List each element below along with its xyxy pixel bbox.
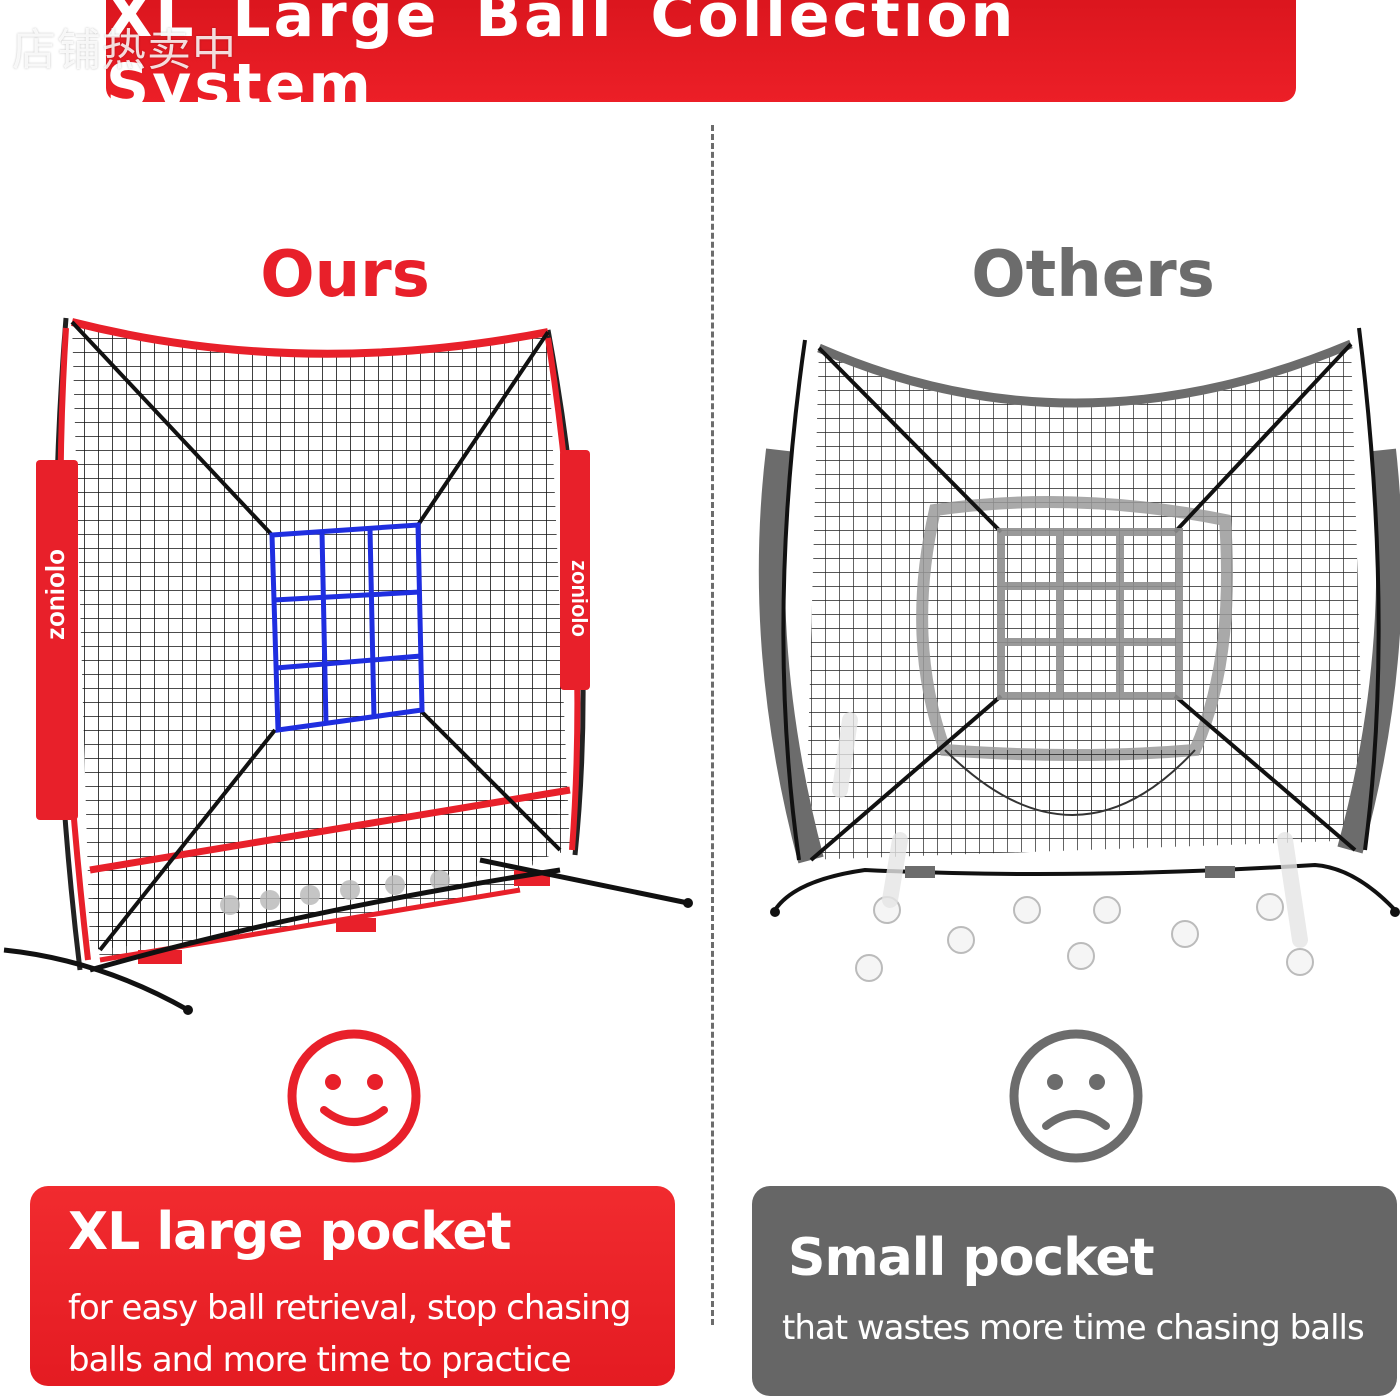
ours-card-line-2: balls and more time to practice [68,1340,572,1380]
banner-title: XL Large Ball Collection System [106,0,1017,121]
ours-feature-card: XL large pocket for easy ball retrieval,… [30,1186,675,1386]
ours-strike-zone-target [269,522,425,733]
dashed-divider [711,125,714,1325]
smiley-face-icon [287,1029,421,1163]
ours-brand-left: zoniolo [40,549,70,640]
watermark-text: 店铺热卖中 [12,25,237,76]
sad-face-icon [1009,1029,1143,1163]
ours-card-description: for easy ball retrieval, stop chasing ba… [68,1282,675,1386]
title-banner: XL Large Ball Collection System [106,0,1296,121]
others-net-illustration [758,327,1400,982]
ours-card-title: XL large pocket [68,1202,512,1262]
others-strike-zone-target [997,528,1183,700]
others-card-title: Small pocket [788,1228,1155,1288]
ours-heading: Ours [260,238,430,312]
others-card-description: that wastes more time chasing balls [782,1302,1397,1354]
ours-net-illustration: zoniolo zoniolo [3,317,693,1015]
others-heading: Others [971,238,1215,312]
ours-brand-right: zoniolo [567,560,592,637]
ours-card-line-1: for easy ball retrieval, stop chasing [68,1288,632,1328]
others-card-line-1: that wastes more time chasing balls [782,1308,1365,1348]
others-feature-card: Small pocket that wastes more time chasi… [752,1186,1397,1396]
